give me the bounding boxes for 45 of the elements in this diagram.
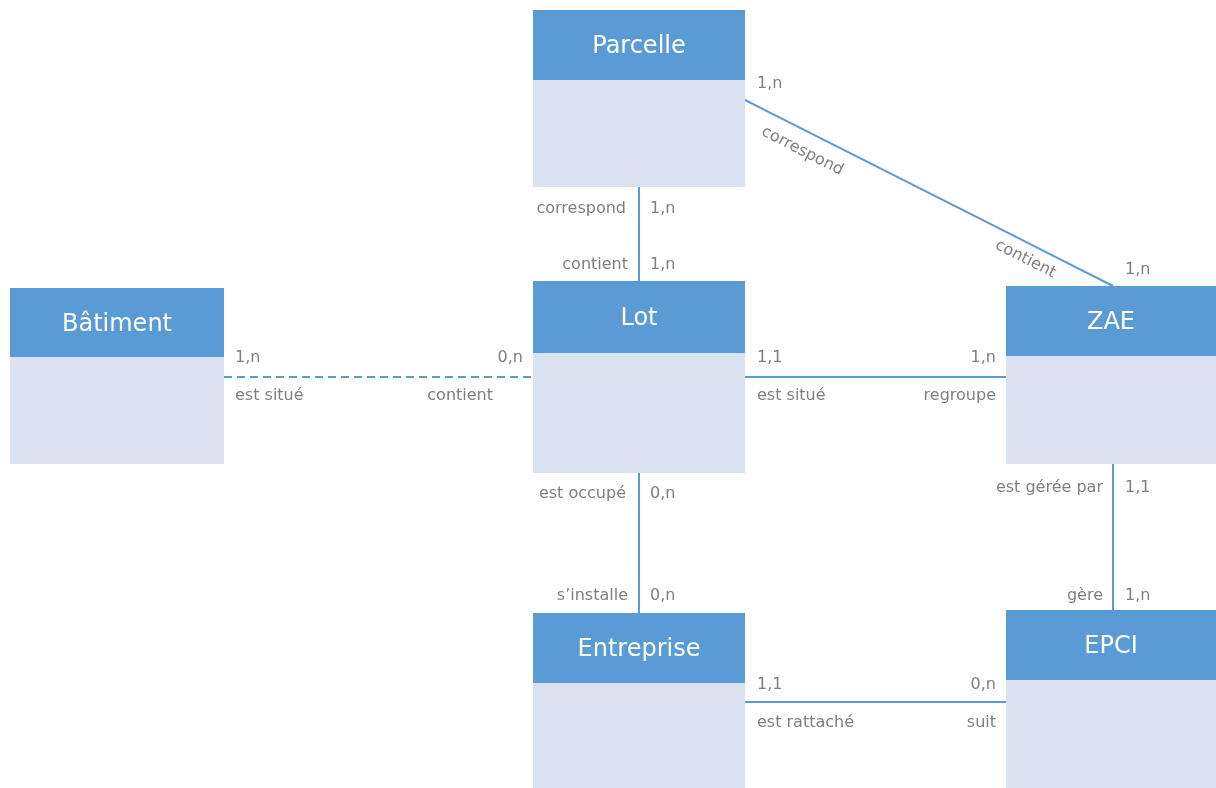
entity-box: [10, 288, 224, 464]
role-label: gère: [1066, 584, 1103, 604]
cardinality-label: 1,1: [757, 673, 783, 693]
entity-name: Bâtiment: [10, 288, 224, 357]
connector-line: [638, 472, 640, 614]
connector-line: [744, 701, 1007, 703]
entity-name: Entreprise: [533, 613, 745, 683]
cardinality-label: 0,n: [650, 584, 676, 604]
cardinality-label: 0,n: [497, 346, 523, 366]
cardinality-label: 1,n: [650, 253, 676, 273]
entity-box: [533, 613, 745, 788]
entity-name: Parcelle: [533, 10, 745, 80]
role-label: s’installe: [556, 584, 628, 604]
entity-name: ZAE: [1006, 286, 1216, 356]
role-label: est situé: [235, 384, 304, 404]
connector-line: [744, 376, 1007, 378]
connector-line: [223, 376, 534, 378]
cardinality-label: 1,n: [650, 197, 676, 217]
role-label: correspond: [536, 197, 626, 217]
cardinality-label: 1,n: [1125, 258, 1151, 278]
role-label: suit: [966, 711, 996, 731]
entity-box: [1006, 610, 1216, 788]
cardinality-label: 1,1: [757, 346, 783, 366]
cardinality-label: 1,n: [235, 346, 261, 366]
role-label: contient: [562, 253, 628, 273]
cardinality-label: 1,1: [1125, 476, 1151, 496]
entity-box: [1006, 286, 1216, 464]
role-label: est gérée par: [995, 476, 1103, 496]
entity-name: EPCI: [1006, 610, 1216, 680]
cardinality-label: 0,n: [970, 673, 996, 693]
cardinality-label: 1,n: [1125, 584, 1151, 604]
connector-line: [638, 186, 640, 282]
entity-name: Lot: [533, 281, 745, 353]
connector-line: [1112, 463, 1114, 611]
entity-box: [533, 10, 745, 187]
cardinality-label: 0,n: [650, 482, 676, 502]
role-label: regroupe: [923, 384, 996, 404]
cardinality-label: 1,n: [970, 346, 996, 366]
cardinality-label: 1,n: [757, 72, 783, 92]
role-label: contient: [427, 384, 493, 404]
role-label: est occupé: [538, 482, 626, 502]
role-label: est situé: [757, 384, 826, 404]
entity-box: [533, 281, 745, 473]
role-label: est rattaché: [757, 711, 855, 731]
connector-line: [744, 99, 1114, 287]
